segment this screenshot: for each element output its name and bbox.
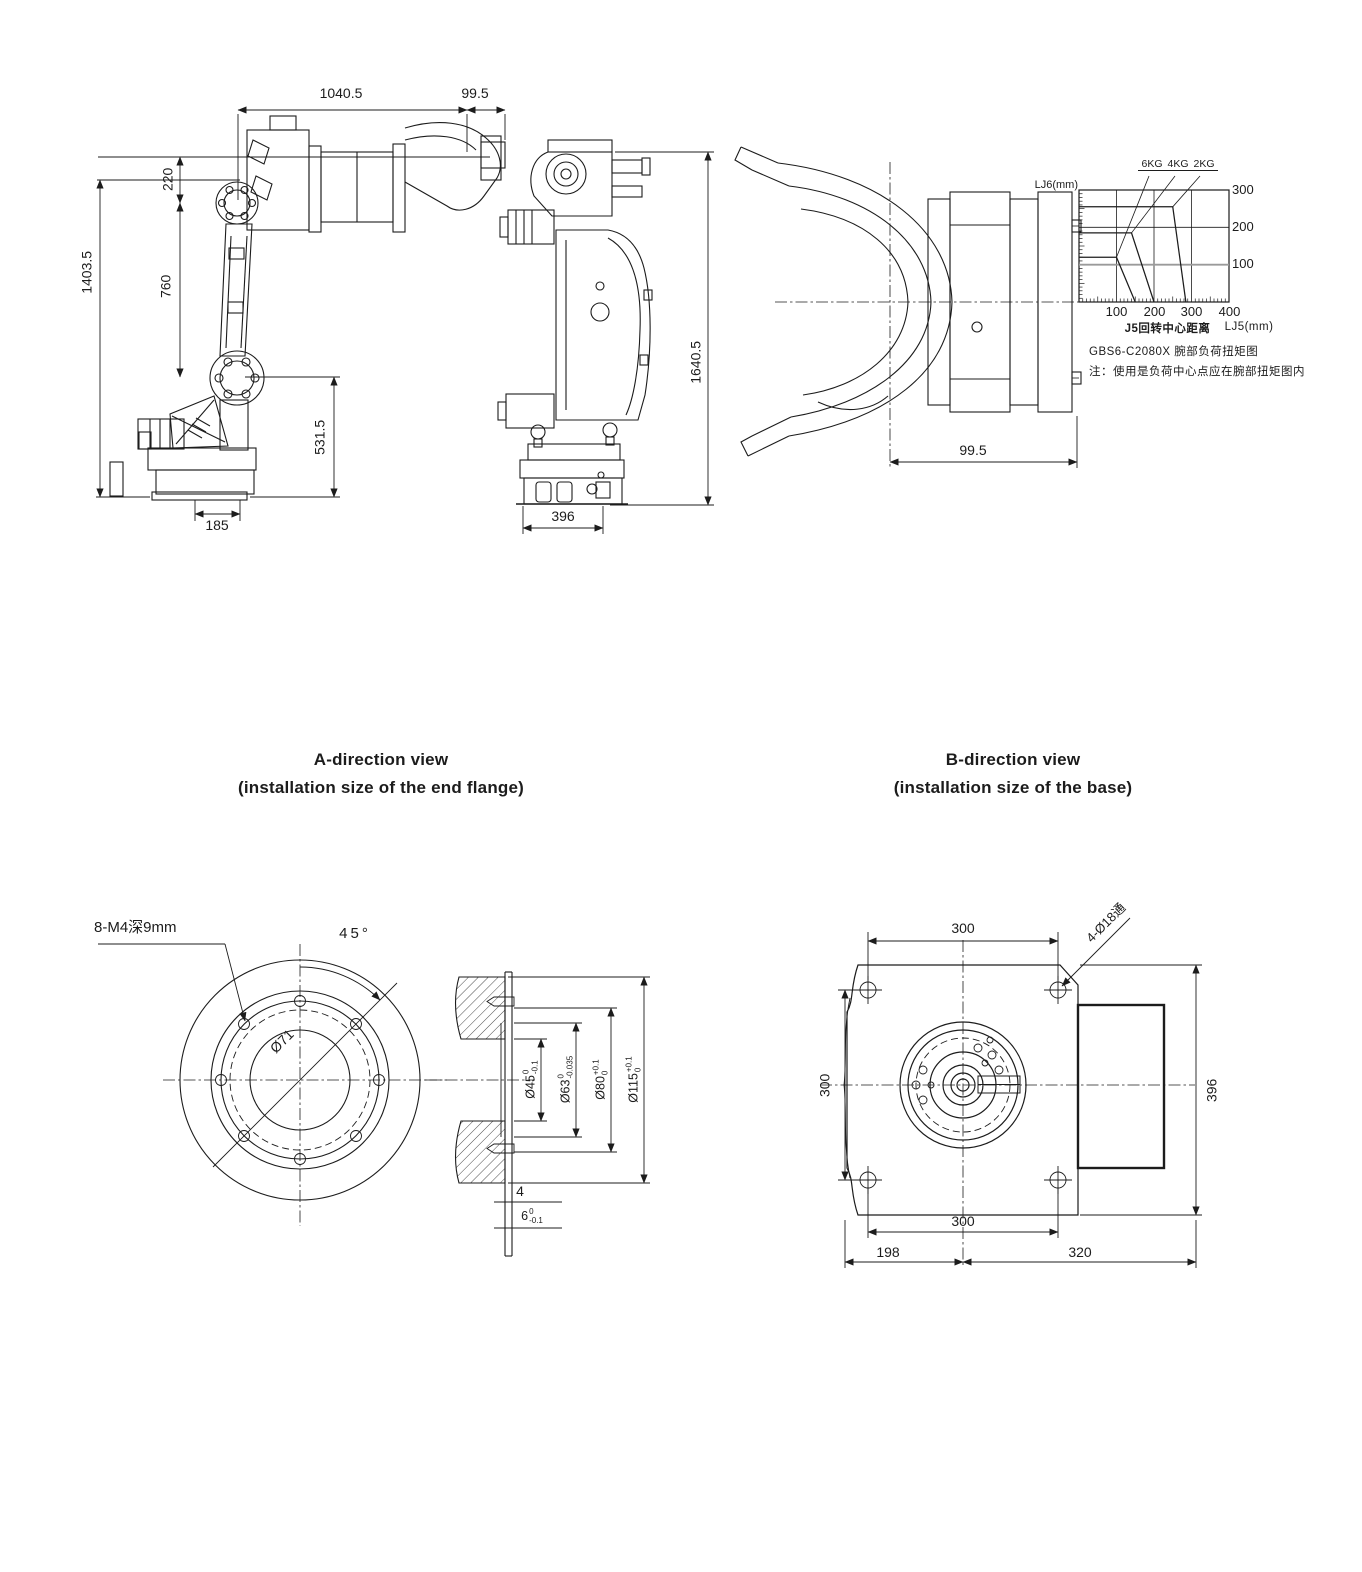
dim-side-width: 396 <box>551 508 575 524</box>
base-dim-left: 300 <box>816 1073 833 1098</box>
flange-section-view <box>425 971 535 1257</box>
torque-chart-plot <box>1079 175 1229 303</box>
dim-front-reach: 1040.5 <box>319 85 363 101</box>
dim-front-height: 1403.5 <box>78 250 95 294</box>
base-top-view <box>820 940 1195 1268</box>
base-dim-320: 320 <box>1068 1244 1092 1260</box>
chart-ytick-200: 200 <box>1232 219 1254 234</box>
dim-wrist-offset: 99.5 <box>959 442 987 458</box>
side-view-dimensions <box>522 151 714 534</box>
base-dim-top: 300 <box>951 920 975 936</box>
flange-angle-label: 45° <box>339 925 371 942</box>
front-view-dimensions <box>96 106 506 521</box>
dim-front-wrist-offset: 99.5 <box>461 85 489 101</box>
wrist-view-dimensions <box>889 416 1078 468</box>
chart-note: 注：使用是负荷中心点应在腕部扭矩图内 <box>1089 366 1305 378</box>
chart-ytick-100: 100 <box>1232 256 1254 271</box>
caption-a-view-title: A-direction view <box>313 750 449 769</box>
base-dim-bottom: 300 <box>951 1213 975 1229</box>
chart-legend-4kg: 4KG <box>1164 158 1192 172</box>
chart-xtick-200: 200 <box>1143 304 1166 319</box>
chart-xtick-300: 300 <box>1180 304 1203 319</box>
side-view-robot-drawing <box>480 139 653 505</box>
chart-ytick-300: 300 <box>1232 182 1254 197</box>
flange-depth-label: 4 <box>516 1183 524 1199</box>
flange-holes-label: 8-M4深9mm <box>94 919 177 936</box>
chart-xtick-100: 100 <box>1105 304 1128 319</box>
flange-face-view <box>98 943 448 1226</box>
flange-section-dimensions <box>494 976 650 1236</box>
dim-front-185: 185 <box>205 517 229 533</box>
caption-b-view-title: B-direction view <box>945 750 1081 769</box>
front-view-robot-drawing <box>109 115 502 501</box>
base-view-dimensions <box>838 917 1202 1268</box>
dim-side-height: 1640.5 <box>687 340 704 384</box>
chart-title: GBS6-C2080X 腕部负荷扭矩图 <box>1089 346 1259 358</box>
chart-y-axis-label: LJ6(mm) <box>1034 179 1078 191</box>
chart-legend-6kg: 6KG <box>1138 158 1166 172</box>
base-dim-right: 396 <box>1203 1078 1220 1103</box>
dim-front-base-height: 531.5 <box>311 419 328 455</box>
dim-front-760: 760 <box>157 274 174 299</box>
chart-x-axis-label: J5回转中心距离 <box>1124 323 1211 335</box>
base-dim-198: 198 <box>876 1244 900 1260</box>
caption-a-view-subtitle: (installation size of the end flange) <box>237 778 525 797</box>
caption-b-view-subtitle: (installation size of the base) <box>893 778 1133 797</box>
chart-xtick-400: 400 <box>1218 304 1241 319</box>
dim-front-220: 220 <box>159 167 176 192</box>
chart-x-unit-label: LJ5(mm) <box>1224 321 1274 333</box>
chart-legend-2kg: 2KG <box>1190 158 1218 172</box>
wrist-view-drawing <box>734 146 1086 468</box>
